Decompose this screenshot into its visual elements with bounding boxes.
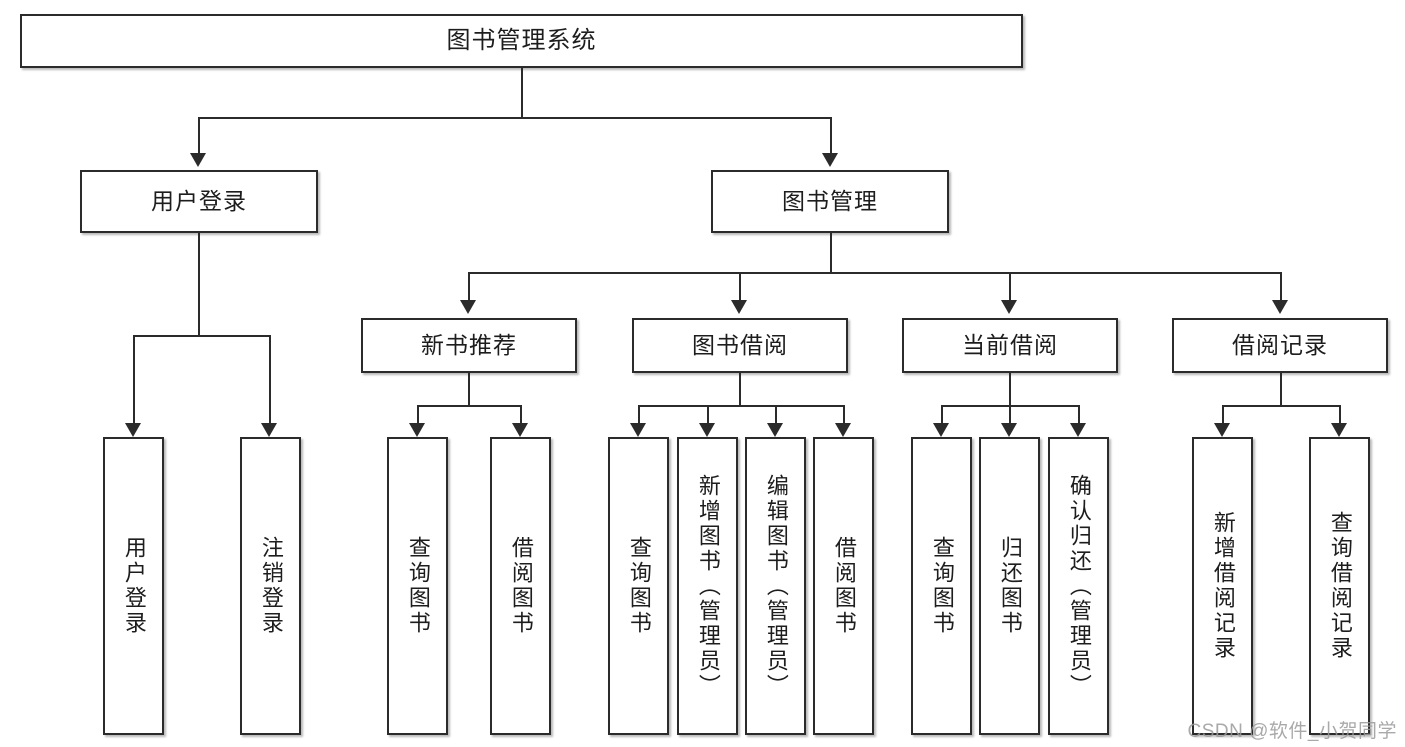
- node-label: 借阅图书: [508, 536, 534, 636]
- node-root-system[interactable]: 图书管理系统: [20, 14, 1023, 68]
- connector-to-book-manage: [830, 117, 832, 153]
- connector-book-borrow-child-1: [638, 405, 640, 423]
- connector-borrow-record-child-1: [1222, 405, 1224, 423]
- connector-user-login-bar: [133, 335, 269, 337]
- node-label: 查询图书: [929, 536, 955, 636]
- node-user-login[interactable]: 用户登录: [80, 170, 318, 233]
- node-label: 新增借阅记录: [1210, 511, 1236, 661]
- connector-book-borrow-stem: [739, 373, 741, 405]
- connector-new-book-child-1: [417, 405, 419, 423]
- connector-current-borrow-stem: [1009, 373, 1011, 405]
- node-borrow-record[interactable]: 借阅记录: [1172, 318, 1388, 373]
- leaf-query-book-borrow[interactable]: 查询图书: [608, 437, 669, 735]
- node-label: 查询图书: [626, 536, 652, 636]
- node-label: 图书管理系统: [446, 27, 597, 55]
- node-book-borrow[interactable]: 图书借阅: [632, 318, 848, 373]
- arrowhead-leaf-add-record: [1214, 423, 1230, 437]
- arrowhead-leaf-confirm-return: [1070, 423, 1086, 437]
- connector-book-manage-bar: [468, 272, 1280, 274]
- arrowhead-leaf-user-login: [125, 423, 141, 437]
- node-current-borrow[interactable]: 当前借阅: [902, 318, 1118, 373]
- connector-book-borrow-bar: [638, 405, 843, 407]
- node-label: 图书借阅: [692, 332, 788, 359]
- connector-root-stem: [521, 68, 523, 117]
- node-book-manage[interactable]: 图书管理: [711, 170, 949, 233]
- connector-book-borrow-child-4: [843, 405, 845, 423]
- connector-borrow-record-bar: [1222, 405, 1339, 407]
- node-label: 借阅图书: [831, 536, 857, 636]
- connector-user-login-stem: [198, 233, 200, 335]
- node-label: 注销登录: [258, 536, 284, 636]
- arrowhead-leaf-query-book-1: [409, 423, 425, 437]
- arrowhead-leaf-borrow-book-2: [835, 423, 851, 437]
- node-label: 查询图书: [405, 536, 431, 636]
- arrowhead-leaf-borrow-book-1: [512, 423, 528, 437]
- arrowhead-user-login: [190, 153, 206, 167]
- node-label: 新增图书（管理员）: [695, 473, 721, 699]
- arrowhead-current-borrow: [1001, 300, 1017, 314]
- connector-new-book-stem: [468, 373, 470, 405]
- connector-book-manage-stem: [830, 233, 832, 272]
- arrowhead-leaf-edit-book: [767, 423, 783, 437]
- node-label: 编辑图书（管理员）: [763, 473, 789, 699]
- leaf-logout[interactable]: 注销登录: [240, 437, 301, 735]
- arrowhead-leaf-query-record: [1331, 423, 1347, 437]
- node-label: 查询借阅记录: [1327, 511, 1353, 661]
- connector-book-manage-child-1: [468, 272, 470, 300]
- connector-to-user-login: [198, 117, 200, 153]
- leaf-add-book-admin[interactable]: 新增图书（管理员）: [677, 437, 738, 735]
- arrowhead-leaf-logout: [261, 423, 277, 437]
- node-new-book-recommend[interactable]: 新书推荐: [361, 318, 577, 373]
- connector-new-book-bar: [417, 405, 520, 407]
- node-label: 用户登录: [121, 536, 147, 636]
- arrowhead-book-manage: [822, 153, 838, 167]
- leaf-query-borrow-record[interactable]: 查询借阅记录: [1309, 437, 1370, 735]
- connector-new-book-child-2: [520, 405, 522, 423]
- connector-user-login-child-1: [133, 335, 135, 423]
- connector-book-manage-child-2: [739, 272, 741, 300]
- leaf-query-book-current[interactable]: 查询图书: [911, 437, 972, 735]
- leaf-user-login[interactable]: 用户登录: [103, 437, 164, 735]
- connector-current-borrow-child-2: [1009, 405, 1011, 423]
- node-label: 图书管理: [782, 188, 878, 215]
- leaf-borrow-book[interactable]: 借阅图书: [813, 437, 874, 735]
- node-label: 借阅记录: [1232, 332, 1328, 359]
- node-label: 确认归还（管理员）: [1066, 473, 1092, 699]
- leaf-query-book-recommend[interactable]: 查询图书: [387, 437, 448, 735]
- arrowhead-borrow-record: [1272, 300, 1288, 314]
- connector-borrow-record-child-2: [1339, 405, 1341, 423]
- node-label: 归还图书: [997, 536, 1023, 636]
- leaf-borrow-book-recommend[interactable]: 借阅图书: [490, 437, 551, 735]
- connector-root-bar: [198, 117, 831, 119]
- arrowhead-new-book-recommend: [460, 300, 476, 314]
- leaf-add-borrow-record[interactable]: 新增借阅记录: [1192, 437, 1253, 735]
- connector-book-borrow-child-2: [707, 405, 709, 423]
- arrowhead-book-borrow: [731, 300, 747, 314]
- connector-book-manage-child-4: [1280, 272, 1282, 300]
- arrowhead-leaf-query-book-2: [630, 423, 646, 437]
- leaf-return-book[interactable]: 归还图书: [979, 437, 1040, 735]
- node-label: 当前借阅: [962, 332, 1058, 359]
- node-label: 用户登录: [151, 188, 247, 215]
- connector-current-borrow-child-3: [1078, 405, 1080, 423]
- connector-current-borrow-child-1: [941, 405, 943, 423]
- connector-book-manage-child-3: [1009, 272, 1011, 300]
- leaf-edit-book-admin[interactable]: 编辑图书（管理员）: [745, 437, 806, 735]
- connector-borrow-record-stem: [1280, 373, 1282, 405]
- connector-book-borrow-child-3: [775, 405, 777, 423]
- connector-user-login-child-2: [269, 335, 271, 423]
- leaf-confirm-return-admin[interactable]: 确认归还（管理员）: [1048, 437, 1109, 735]
- arrowhead-leaf-return-book: [1001, 423, 1017, 437]
- arrowhead-leaf-query-book-3: [933, 423, 949, 437]
- arrowhead-leaf-add-book: [699, 423, 715, 437]
- node-label: 新书推荐: [421, 332, 517, 359]
